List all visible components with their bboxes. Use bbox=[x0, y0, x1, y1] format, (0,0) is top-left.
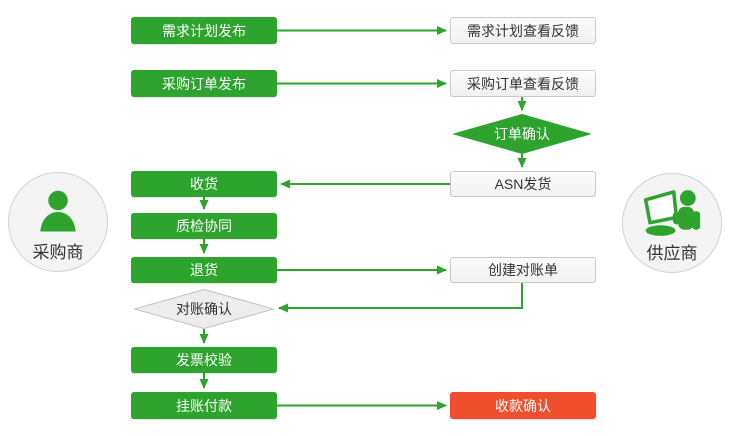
person-with-laptop-icon bbox=[643, 189, 701, 237]
diamond-shape bbox=[134, 289, 274, 329]
node-purchase-order-publish: 采购订单发布 bbox=[131, 70, 277, 97]
supplier-actor: 供应商 bbox=[622, 173, 722, 273]
node-label: 收货 bbox=[190, 176, 218, 192]
node-payment-confirm: 收款确认 bbox=[450, 392, 596, 419]
node-label: 创建对账单 bbox=[488, 262, 558, 278]
node-invoice-verify: 发票校验 bbox=[131, 347, 277, 373]
node-label: ASN发货 bbox=[494, 176, 552, 192]
node-label: 需求计划发布 bbox=[162, 22, 246, 39]
node-receive-goods: 收货 bbox=[131, 171, 277, 197]
node-label: 需求计划查看反馈 bbox=[467, 22, 579, 39]
node-label: 采购订单发布 bbox=[162, 75, 246, 92]
decision-label: 对账确认 bbox=[176, 301, 232, 317]
node-purchase-order-feedback: 采购订单查看反馈 bbox=[450, 70, 596, 97]
node-return-goods: 退货 bbox=[131, 257, 277, 283]
node-demand-plan-feedback: 需求计划查看反馈 bbox=[450, 17, 596, 44]
supplier-label: 供应商 bbox=[646, 243, 698, 263]
node-quality-check: 质检协同 bbox=[131, 213, 277, 239]
diamond-shape bbox=[452, 114, 592, 154]
person-icon bbox=[35, 188, 81, 236]
node-label: 退货 bbox=[190, 262, 218, 278]
node-label: 采购订单查看反馈 bbox=[467, 75, 579, 92]
decision-order-confirm: 订单确认 bbox=[452, 114, 592, 154]
node-label: 质检协同 bbox=[176, 218, 232, 234]
node-demand-plan-publish: 需求计划发布 bbox=[131, 17, 277, 44]
buyer-actor: 采购商 bbox=[8, 172, 108, 272]
node-label: 挂账付款 bbox=[176, 397, 232, 414]
node-asn-ship: ASN发货 bbox=[450, 171, 596, 197]
node-label: 收款确认 bbox=[495, 397, 551, 414]
decision-label: 订单确认 bbox=[494, 126, 550, 142]
decision-reconciliation-confirm: 对账确认 bbox=[134, 289, 274, 329]
node-book-payment: 挂账付款 bbox=[131, 392, 277, 419]
node-label: 发票校验 bbox=[176, 352, 232, 368]
buyer-label: 采购商 bbox=[32, 242, 84, 262]
node-create-reconciliation: 创建对账单 bbox=[450, 257, 596, 283]
